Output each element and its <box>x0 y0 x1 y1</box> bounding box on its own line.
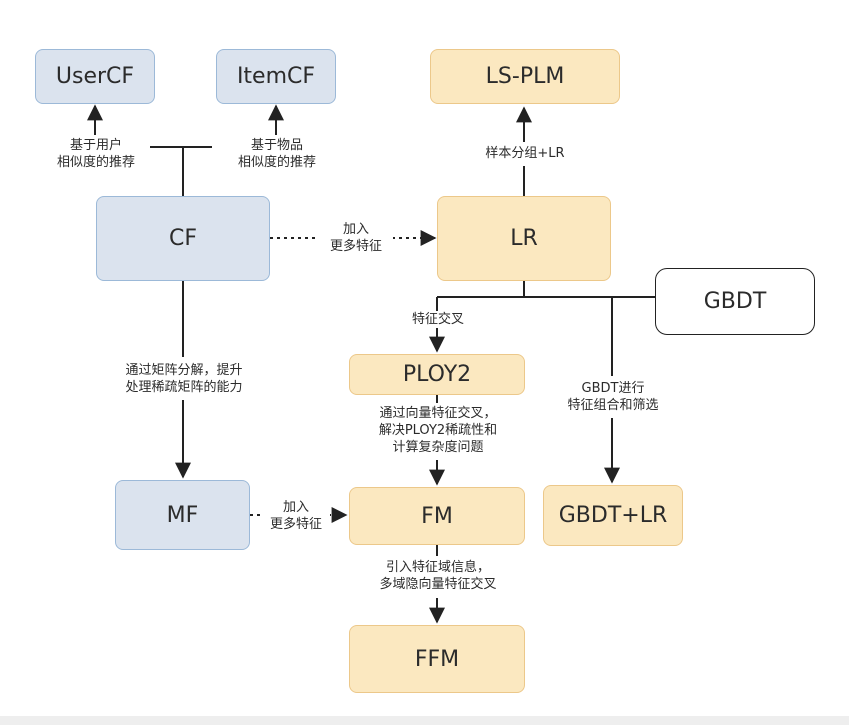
edge-label-itemcf: 基于物品 相似度的推荐 <box>225 137 329 171</box>
mf-label: MF <box>166 502 199 528</box>
gbdt-node: GBDT <box>655 268 815 335</box>
edge-label-ploy2-fm: 通过向量特征交叉， 解决PLOY2稀疏性和 计算复杂度问题 <box>360 405 516 456</box>
edge-label-lr-ploy2: 特征交叉 <box>397 311 479 328</box>
fm-label: FM <box>421 503 453 529</box>
edge-label-mf-fm: 加入 更多特征 <box>262 499 330 533</box>
edge-label-cf-lr: 加入 更多特征 <box>319 221 393 255</box>
gbdt-label: GBDT <box>703 289 767 314</box>
edge-label-gbdt: GBDT进行 特征组合和筛选 <box>550 380 676 414</box>
lspml-label: LS-PLM <box>485 64 565 89</box>
gbdt-lr-node: GBDT+LR <box>543 485 683 546</box>
mf-node: MF <box>115 480 250 550</box>
ploy2-label: PLOY2 <box>402 362 472 387</box>
ploy2-node: PLOY2 <box>349 354 525 395</box>
cf-label: CF <box>168 226 197 251</box>
bottom-strip <box>0 716 849 725</box>
edge-label-cf-mf: 通过矩阵分解，提升 处理稀疏矩阵的能力 <box>103 362 265 396</box>
itemcf-label: ItemCF <box>236 64 316 89</box>
lspml-node: LS-PLM <box>430 49 620 104</box>
usercf-label: UserCF <box>55 64 135 89</box>
usercf-node: UserCF <box>35 49 155 104</box>
fm-node: FM <box>349 487 525 545</box>
edge-label-usercf: 基于用户 相似度的推荐 <box>44 137 148 171</box>
lr-label: LR <box>510 226 538 251</box>
ffm-node: FFM <box>349 625 525 693</box>
ffm-label: FFM <box>414 646 460 672</box>
cf-node: CF <box>96 196 270 281</box>
edge-label-fm-ffm: 引入特征域信息， 多域隐向量特征交叉 <box>362 559 514 593</box>
lr-node: LR <box>437 196 611 281</box>
edge-label-lr-lspml: 样本分组+LR <box>470 145 580 162</box>
gbdt-lr-label: GBDT+LR <box>558 503 668 528</box>
itemcf-node: ItemCF <box>216 49 336 104</box>
